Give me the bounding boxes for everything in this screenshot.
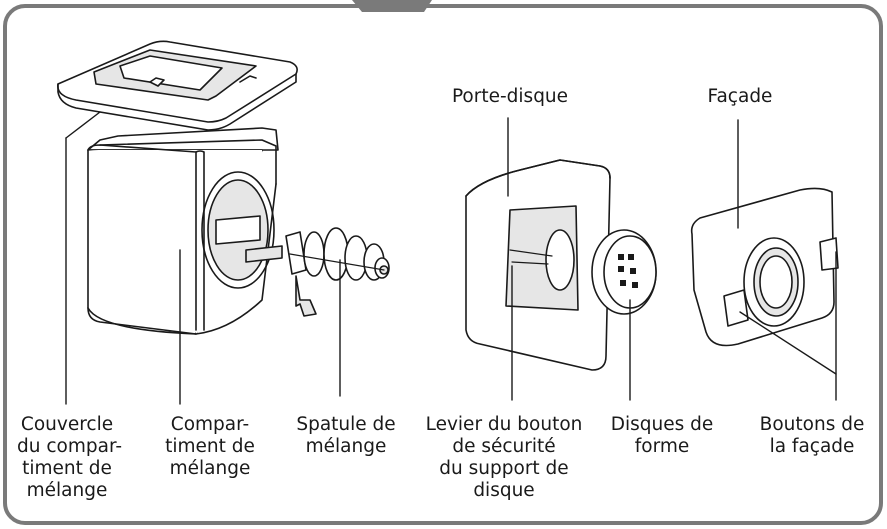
facade-illustration [690, 187, 839, 347]
label-cover: Couvercle du compar- timent de mélange [17, 414, 123, 501]
top-tab [352, 0, 432, 12]
label-disc-holder: Porte-disque [451, 86, 569, 107]
label-facade: Façade [707, 86, 773, 107]
label-buttons: Boutons de la façade [759, 414, 865, 457]
leader-lines [65, 111, 837, 405]
label-spatula: Spatule de mélange [296, 414, 396, 457]
disc-holder-illustration [465, 159, 657, 371]
label-discs: Disques de forme [610, 414, 714, 457]
label-lever: Levier du bouton de sécurité du support … [425, 414, 583, 501]
diagram-frame [3, 4, 883, 525]
label-compartment: Compar- timent de mélange [165, 414, 255, 479]
mixing-compartment-illustration [57, 40, 390, 335]
